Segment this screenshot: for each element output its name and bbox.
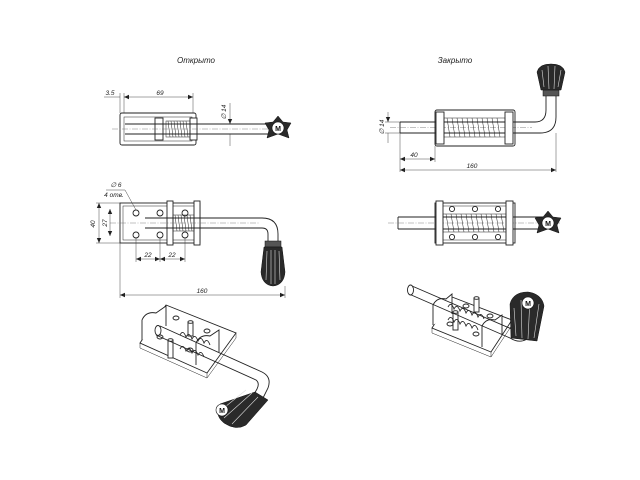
dim-dia-6: ∅ 6 [110, 182, 121, 189]
handle-knob-closed-front: M [534, 210, 562, 234]
knob-mark-closed-front: M [545, 221, 551, 228]
dim-40-height: 40 [90, 220, 97, 228]
dim-dia-14-closed: ∅ 14 [379, 119, 386, 134]
knob-mark-closed-iso: M [525, 301, 531, 308]
dim-160-closed: 160 [467, 163, 478, 170]
dim-40-closed: 40 [410, 152, 418, 159]
closed-top-view: ∅ 14 40 160 [379, 63, 566, 173]
dim-3-5: 3.5 [105, 90, 114, 97]
dim-22-left: 22 [143, 252, 152, 259]
closed-isometric-view: M [407, 284, 545, 358]
mounting-holes-closed [448, 205, 502, 241]
open-isometric-view: M [139, 304, 270, 428]
open-top-view: M 3.5 69 ∅ 14 [104, 90, 292, 146]
dim-dia-14-open: ∅ 14 [221, 104, 228, 119]
handle-knob-open-top: M [264, 115, 292, 139]
spring-closed-top [443, 117, 506, 138]
knob-mark-open-top: M [275, 126, 281, 133]
open-front-view: 40 27 22 22 ∅ 6 4 отв. 160 [90, 182, 286, 298]
handle-knob-open-iso: M [215, 389, 269, 428]
dim-4-holes: 4 отв. [104, 192, 124, 199]
closed-view-title: Закрыто [438, 56, 473, 65]
handle-knob-open-front [260, 240, 286, 287]
spring-closed-front [442, 213, 507, 233]
dim-22-right: 22 [167, 252, 176, 259]
knob-mark-open-iso: M [219, 408, 225, 415]
closed-front-view: M [388, 200, 562, 246]
mounting-holes [132, 209, 189, 239]
handle-knob-closed-top [536, 63, 566, 97]
open-view-title: Открыто [177, 56, 216, 65]
dim-160-open: 160 [197, 288, 208, 295]
dim-69: 69 [156, 90, 164, 97]
handle-knob-closed-iso: M [509, 291, 545, 342]
dim-27: 27 [102, 219, 109, 228]
spring-closed-iso [447, 304, 485, 331]
